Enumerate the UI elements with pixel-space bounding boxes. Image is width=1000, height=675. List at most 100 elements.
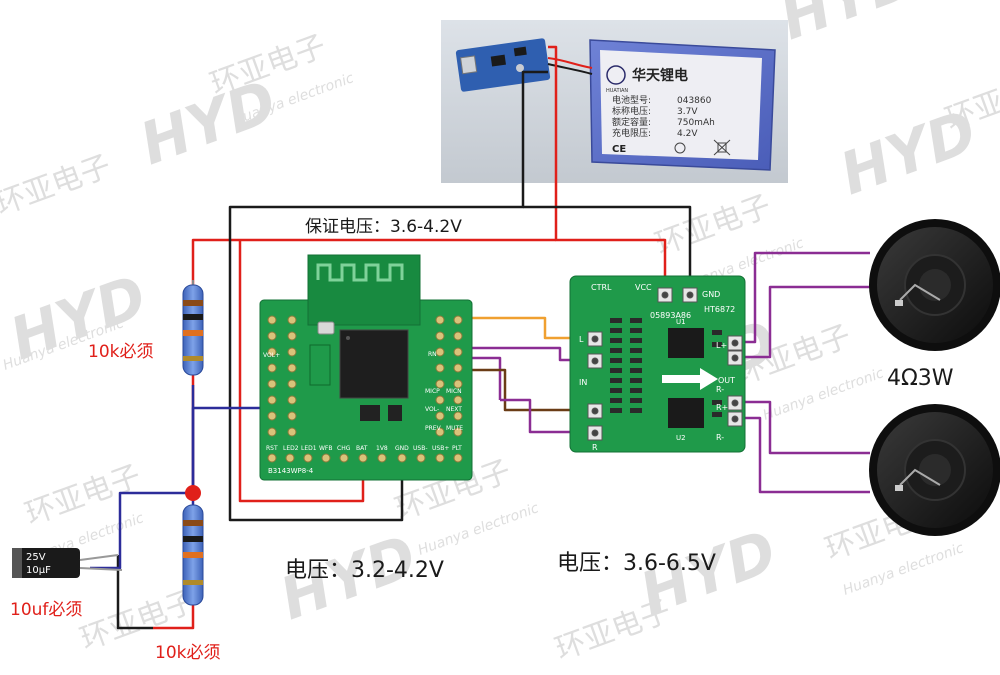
amp-ic-u2 bbox=[668, 398, 704, 428]
amp-ic-label: U2 bbox=[676, 434, 686, 442]
pin-holes-bottom bbox=[267, 453, 463, 463]
pin-label: MICP bbox=[425, 388, 440, 395]
pin-label: 1V8 bbox=[376, 445, 388, 452]
pin-label: GND bbox=[395, 445, 409, 452]
pin-label: USB+ bbox=[432, 445, 449, 452]
recycle-icon bbox=[674, 142, 686, 154]
amp-label: R- bbox=[716, 433, 724, 442]
battery-brand: HUATIAN bbox=[606, 88, 628, 94]
battery-lead-red bbox=[547, 57, 593, 69]
amp-label: CTRL bbox=[591, 283, 612, 292]
svg-text:环亚电子: 环亚电子 bbox=[941, 64, 1000, 138]
resistor-bottom-label: 10k必须 bbox=[155, 643, 221, 663]
pin-label: USB- bbox=[413, 445, 427, 452]
battery-name: 华天锂电 bbox=[632, 67, 688, 84]
battery-spec-value: 3.7V bbox=[677, 107, 698, 117]
pin-label: VOL+ bbox=[263, 352, 280, 359]
wire-purple-speaker bbox=[735, 285, 870, 359]
lipo-battery: HUATIAN 华天锂电 电池型号: 标称电压: 额定容量: 充电限压: 043… bbox=[589, 39, 776, 171]
resistor-top-label: 10k必须 bbox=[88, 342, 154, 362]
amp-label: L bbox=[579, 335, 584, 344]
battery-spec-value: 750mAh bbox=[677, 118, 715, 128]
wire-purple-audio bbox=[500, 398, 595, 434]
battery-logo-icon bbox=[606, 65, 626, 85]
watermark-cn: 环亚电子 bbox=[0, 149, 115, 223]
amp-label: GND bbox=[702, 290, 720, 299]
capacitor-label: 10uf必须 bbox=[10, 600, 83, 620]
pin-label: RST bbox=[266, 445, 278, 452]
amp-ic-label: U1 bbox=[676, 318, 686, 326]
amp-label: IN bbox=[579, 378, 587, 387]
amp-label: R bbox=[592, 443, 598, 452]
amp-header-pins bbox=[587, 287, 743, 441]
pin-holes-right bbox=[435, 315, 463, 437]
pin-label: MUTE bbox=[446, 425, 463, 432]
ce-mark: CE bbox=[612, 144, 626, 155]
amp-label: OUT bbox=[718, 376, 735, 385]
guaranteed-voltage-label: 保证电压：3.6-4.2V bbox=[305, 217, 462, 237]
pin-label: LED2 bbox=[283, 445, 299, 452]
speaker-bottom bbox=[869, 404, 1000, 536]
wire-blue-wfb bbox=[90, 491, 193, 570]
speaker-top bbox=[869, 219, 1000, 351]
amp-chip-label: HT6872 bbox=[704, 305, 735, 314]
battery-spec-key: 额定容量: bbox=[612, 116, 651, 128]
bin-crossed-icon bbox=[713, 139, 731, 156]
pin-label: VOL- bbox=[425, 406, 439, 413]
battery-spec-key: 标称电压: bbox=[612, 105, 651, 117]
capacitor-capacity-mark: 10μF bbox=[26, 565, 51, 576]
amp-label: L+ bbox=[716, 341, 727, 350]
junction-node bbox=[185, 485, 201, 501]
amp-voltage-label: 电压：3.6-6.5V bbox=[557, 551, 716, 576]
watermark-logo: HYD bbox=[772, 0, 926, 53]
pin-label: BAT bbox=[356, 445, 368, 452]
capacitor-voltage-mark: 25V bbox=[26, 552, 46, 563]
svg-text:HYD: HYD bbox=[772, 0, 926, 53]
wire-brown-audio bbox=[452, 368, 595, 412]
battery-photo: HUATIAN 华天锂电 电池型号: 标称电压: 额定容量: 充电限压: 043… bbox=[441, 20, 788, 183]
amp-silkscreen: CTRL VCC GND L IN R L+ R- OUT R+ R- HT68… bbox=[579, 283, 735, 452]
pin-label: PLT bbox=[452, 445, 462, 452]
wire-purple-speaker bbox=[735, 416, 870, 494]
svg-text:环亚电子: 环亚电子 bbox=[0, 149, 115, 223]
arrow-right-icon bbox=[662, 368, 718, 390]
wire-red-supply bbox=[191, 238, 556, 285]
battery-spec-value: 4.2V bbox=[677, 129, 698, 139]
pin-label: RN bbox=[428, 351, 437, 358]
watermark-cn: 环亚电子 bbox=[941, 64, 1000, 138]
wire-purple-speaker bbox=[735, 400, 870, 455]
wire-red-bottom bbox=[153, 605, 195, 630]
wire-black-gnd bbox=[228, 70, 548, 522]
wire-black-cap bbox=[116, 555, 153, 630]
pin-label: PREV bbox=[425, 425, 442, 432]
resistor-bottom bbox=[182, 504, 204, 606]
bt-voltage-label: 电压：3.2-4.2V bbox=[285, 558, 444, 583]
wire-black-gnd bbox=[523, 205, 692, 294]
battery-spec-key: 充电限压: bbox=[612, 127, 651, 139]
amp-ic-u1 bbox=[668, 328, 704, 358]
smd-components bbox=[610, 318, 722, 417]
amp-label: R+ bbox=[716, 403, 728, 412]
pin-label: MICN bbox=[446, 388, 462, 395]
amp-serial: 05893A86 bbox=[650, 311, 691, 320]
amp-label: VCC bbox=[635, 283, 652, 292]
charger-board bbox=[455, 38, 551, 92]
pin-holes-left bbox=[267, 315, 297, 437]
bluetooth-module: VOL+ RN MICP MICN VOL- NEXT PREV MUTE RS… bbox=[259, 254, 473, 481]
wire-purple-speaker bbox=[735, 251, 870, 344]
resistor-top bbox=[182, 280, 204, 376]
pin-label: NEXT bbox=[446, 406, 462, 413]
battery-spec-value: 043860 bbox=[677, 96, 712, 106]
antenna-trace bbox=[316, 263, 404, 282]
pin-label: WFB bbox=[319, 445, 333, 452]
capacitor: 25V 10μF bbox=[12, 548, 123, 578]
battery-spec-key: 电池型号: bbox=[612, 94, 651, 106]
speaker-spec-label: 4Ω3W bbox=[887, 366, 954, 391]
amplifier-board: CTRL VCC GND L IN R L+ R- OUT R+ R- HT68… bbox=[569, 275, 746, 453]
bt-silkscreen: VOL+ RN MICP MICN VOL- NEXT PREV MUTE RS… bbox=[263, 351, 463, 475]
pin-label: CHG bbox=[337, 445, 351, 452]
battery-lead-black bbox=[547, 63, 593, 75]
pin-label: LED1 bbox=[301, 445, 317, 452]
amp-label: R- bbox=[716, 385, 724, 394]
